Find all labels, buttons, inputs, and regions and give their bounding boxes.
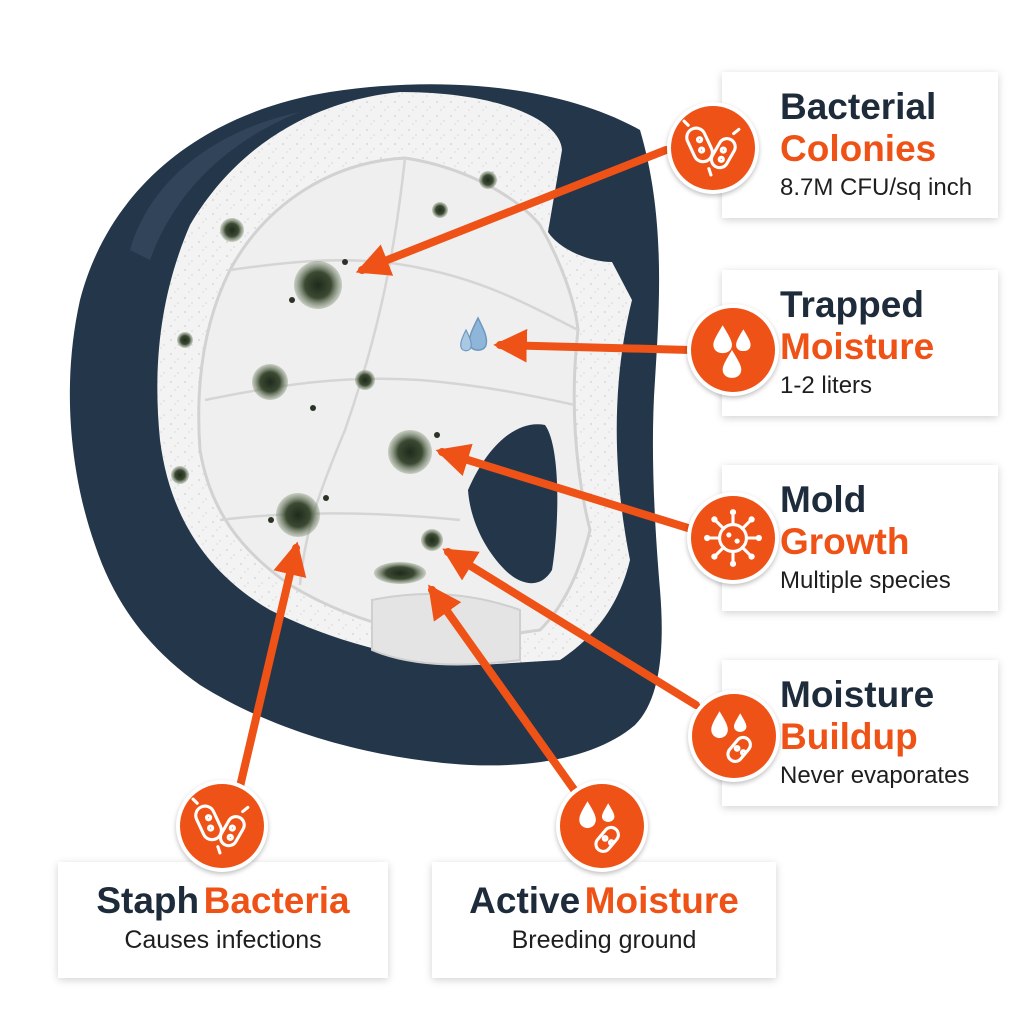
callout-detail: Never evaporates [780,762,970,789]
arrow-mold-growth [435,443,692,532]
arrow-active-moisture [428,584,584,802]
arrow-staph-bacteria [234,541,307,799]
callout-title-dark: Bacterial [780,86,937,127]
callout-title-dark: Active [469,880,581,921]
callout-title-dark: Trapped [780,284,924,325]
drops-bacteria-icon [556,780,648,872]
arrows [234,146,700,802]
bacteria-icon [667,102,759,194]
callout-title-accent: Bacteria [203,880,350,921]
callout-bacterial-colonies: Bacterial Colonies 8.7M CFU/sq inch [722,72,998,218]
arrow-bacterial-colonies [355,146,670,276]
callout-title-dark: Mold [780,479,867,520]
callout-active-moisture: Active Moisture Breeding ground [432,862,776,978]
callout-trapped-moisture: Trapped Moisture 1-2 liters [722,270,998,416]
mold-spots [171,171,497,584]
callout-title-accent: Moisture [780,326,935,367]
helmet-shell-highlight [130,112,300,260]
bacteria-icon [176,780,268,872]
water-drops-icon [687,304,779,396]
arrow-trapped-moisture [493,328,694,363]
callout-title-dark: Staph [96,880,200,921]
callout-title-dark: Moisture [780,674,935,715]
callout-detail: 1-2 liters [780,372,873,399]
callout-staph-bacteria: Staph Bacteria Causes infections [58,862,388,978]
callout-title-accent: Colonies [780,128,937,169]
mold-spore-icon [687,492,779,584]
callout-detail: Multiple species [780,567,951,594]
callout-detail: Causes infections [124,926,322,954]
callout-title-accent: Buildup [780,716,918,757]
callout-title-accent: Growth [780,521,910,562]
cheek-pad [371,593,521,666]
moisture-droplet [468,316,488,351]
callout-detail: Breeding ground [511,926,697,954]
drops-bacteria-icon [688,690,780,782]
callout-mold-growth: Mold Growth Multiple species [722,465,998,611]
callout-title-accent: Moisture [584,880,739,921]
callout-detail: 8.7M CFU/sq inch [780,174,973,201]
arrow-moisture-buildup [442,548,700,709]
